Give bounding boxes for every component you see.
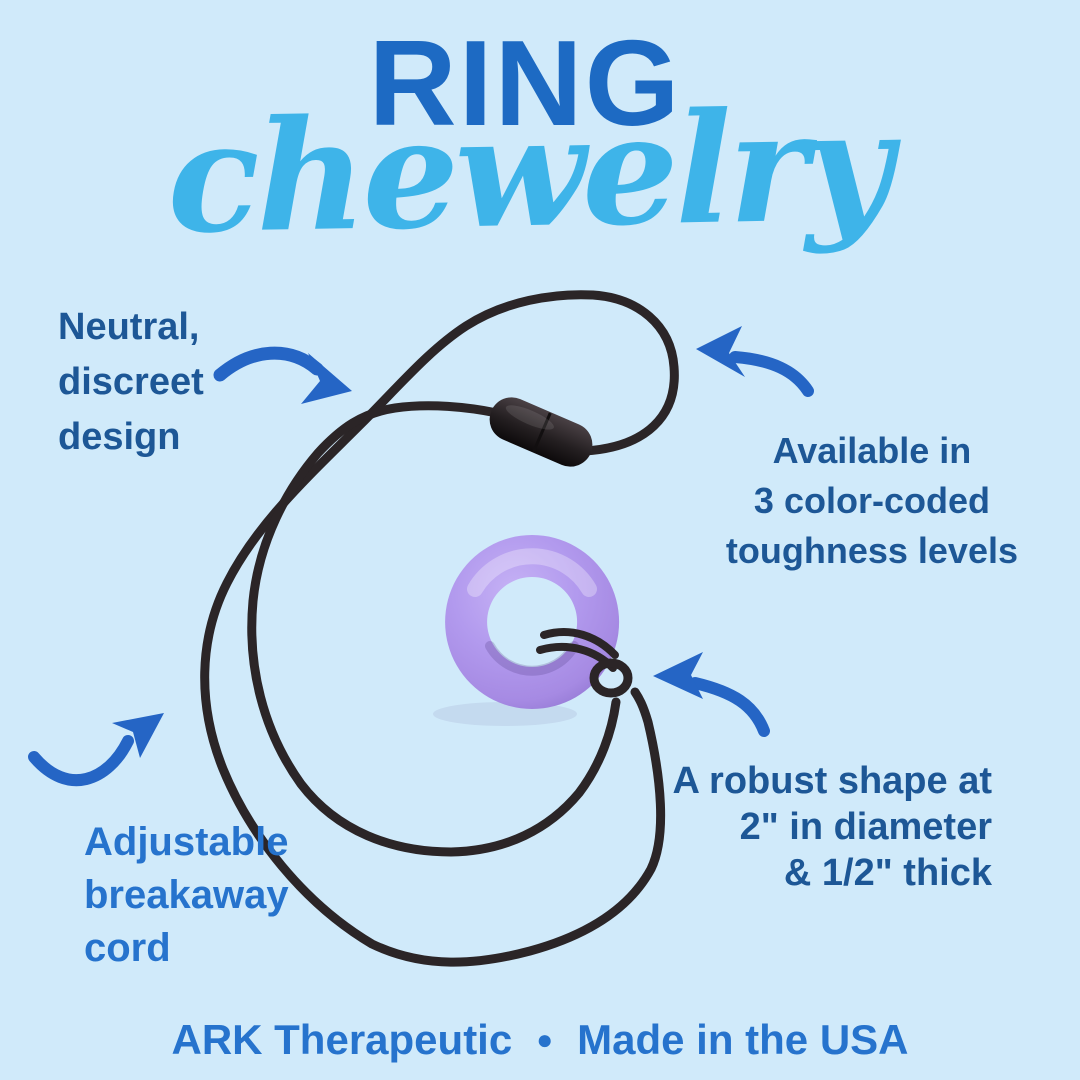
cord-outer-path — [200, 290, 679, 967]
annotation-toughness-levels: Available in 3 color-coded toughness lev… — [726, 426, 1018, 576]
footer-origin: Made in the USA — [577, 1016, 909, 1063]
page-subtitle-script: chewelry — [165, 75, 891, 268]
annotation-line: design — [58, 416, 181, 458]
purple-chew-ring — [445, 535, 620, 709]
annotation-neutral-design: Neutral, discreet design — [58, 300, 204, 465]
annotation-line: breakaway — [84, 873, 289, 917]
ring-inner-shade — [485, 641, 579, 676]
annotation-line: 3 color-coded — [753, 480, 990, 521]
footer-brand: ARK Therapeutic — [171, 1016, 513, 1063]
annotation-line: Neutral, — [58, 306, 200, 348]
annotation-line: 2" in diameter — [739, 806, 992, 848]
cord-knot — [536, 628, 633, 698]
footer: ARK Therapeutic ● Made in the USA — [0, 1016, 1080, 1064]
annotation-robust-shape: A robust shape at 2" in diameter & 1/2" … — [672, 758, 992, 896]
annotation-line: cord — [84, 926, 171, 970]
curved-arrow-bottom-left — [28, 713, 164, 787]
bullet-separator-icon: ● — [536, 1024, 554, 1055]
annotation-line: discreet — [58, 361, 204, 403]
breakaway-clasp — [489, 397, 593, 467]
annotation-line: Adjustable — [84, 820, 289, 864]
annotation-line: Available in — [772, 430, 972, 471]
annotation-line: & 1/2" thick — [783, 852, 992, 894]
ring-highlight — [467, 548, 597, 597]
annotation-breakaway-cord: Adjustable breakaway cord — [84, 816, 289, 975]
annotation-line: A robust shape at — [672, 760, 992, 802]
annotation-line: toughness levels — [725, 530, 1018, 571]
curved-arrow-top-right — [696, 326, 814, 397]
curved-arrow-top-left — [213, 346, 352, 404]
page-title: RING — [368, 15, 682, 151]
cord-inner-path — [247, 401, 621, 857]
curved-arrow-mid-right — [653, 652, 770, 737]
